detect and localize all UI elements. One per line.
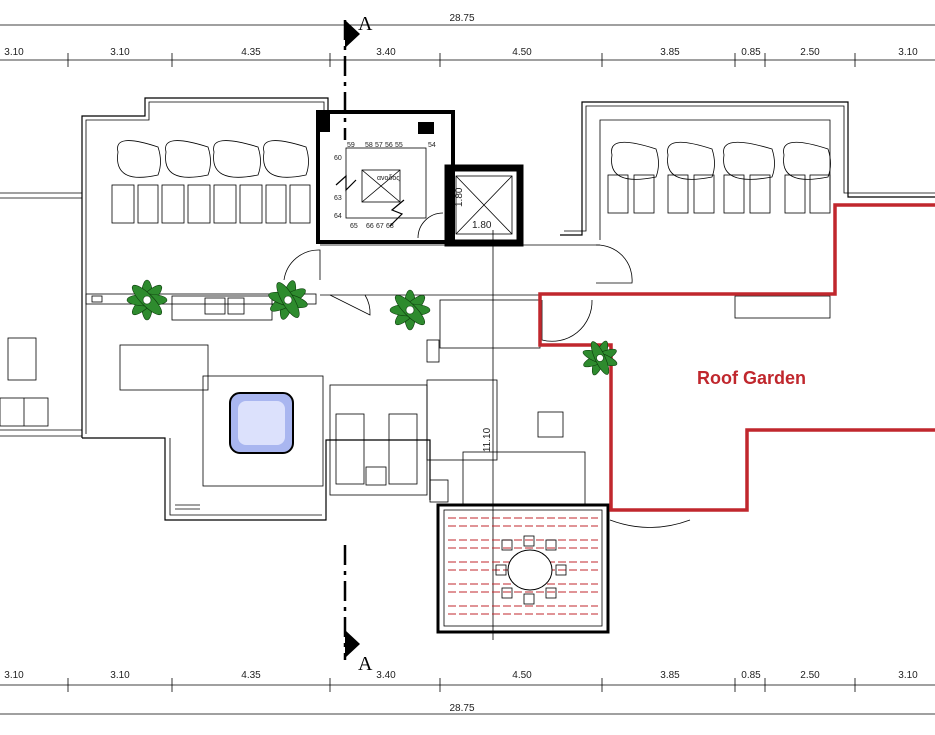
section-label-bottom: A xyxy=(358,653,373,675)
top-dim-1: 3.10 xyxy=(4,47,24,58)
elevator-dim-v: 1.80 xyxy=(454,187,465,207)
stair-54: 54 xyxy=(428,142,436,149)
bottom-dim-2: 3.10 xyxy=(110,670,130,681)
stair-65: 65 xyxy=(350,223,358,230)
stair-64: 64 xyxy=(334,213,342,220)
stair-59: 59 xyxy=(347,142,355,149)
bottom-dim-1: 3.10 xyxy=(4,670,24,681)
bottom-dim-7: 0.85 xyxy=(741,670,761,681)
stair-label: ανοδος xyxy=(377,175,400,182)
bottom-dim-5: 4.50 xyxy=(512,670,532,681)
elevator-shaft: 1.80 1.80 xyxy=(444,164,524,247)
top-dim-8: 2.50 xyxy=(800,47,820,58)
top-dimension-chain: 28.75 3.10 3.10 4.35 3.40 4.50 3.85 0.85… xyxy=(0,13,935,67)
pool-area xyxy=(85,293,418,510)
roof-garden: Roof Garden xyxy=(538,203,935,512)
plant-icon xyxy=(582,340,618,376)
stair-67: 67 xyxy=(376,223,384,230)
plant-icon xyxy=(126,279,168,321)
bottom-dim-8: 2.50 xyxy=(800,670,820,681)
section-marker-top: A xyxy=(343,13,373,140)
sun-loungers-left xyxy=(111,140,311,224)
stair-63: 63 xyxy=(334,195,342,202)
elevator-dim-h: 1.80 xyxy=(472,220,492,231)
section-dim: 11.10 xyxy=(482,427,493,452)
top-dim-2: 3.10 xyxy=(110,47,130,58)
roof-garden-label: Roof Garden xyxy=(697,368,806,388)
stair-55: 55 xyxy=(395,142,403,149)
bottom-dimension-chain: 3.10 3.10 4.35 3.40 4.50 3.85 0.85 2.50 … xyxy=(0,670,935,715)
staircase: 59 58 57 56 55 54 60 63 64 65 66 67 68 α… xyxy=(316,110,455,244)
bottom-dim-4: 3.40 xyxy=(376,670,396,681)
top-dim-9: 3.10 xyxy=(898,47,918,58)
pergola-dining xyxy=(436,503,691,634)
stair-58: 58 xyxy=(365,142,373,149)
top-dim-5: 4.50 xyxy=(512,47,532,58)
doors xyxy=(283,244,633,342)
top-dim-6: 3.85 xyxy=(660,47,680,58)
bottom-dim-6: 3.85 xyxy=(660,670,680,681)
stair-56: 56 xyxy=(385,142,393,149)
top-dim-7: 0.85 xyxy=(741,47,761,58)
stair-68: 68 xyxy=(386,223,394,230)
total-width-top: 28.75 xyxy=(449,13,474,24)
bottom-dim-9: 3.10 xyxy=(898,670,918,681)
sun-loungers-right xyxy=(607,141,831,214)
section-label-top: A xyxy=(358,13,373,35)
section-marker-bottom: A xyxy=(343,545,373,675)
stair-60: 60 xyxy=(334,155,342,162)
plant-icon xyxy=(268,280,308,320)
stair-66: 66 xyxy=(366,223,374,230)
top-dim-3: 4.35 xyxy=(241,47,261,58)
plant-icon xyxy=(389,289,431,331)
bottom-dim-3: 4.35 xyxy=(241,670,261,681)
total-width-bottom: 28.75 xyxy=(449,703,474,714)
top-dim-4: 3.40 xyxy=(376,47,396,58)
stair-57: 57 xyxy=(375,142,383,149)
